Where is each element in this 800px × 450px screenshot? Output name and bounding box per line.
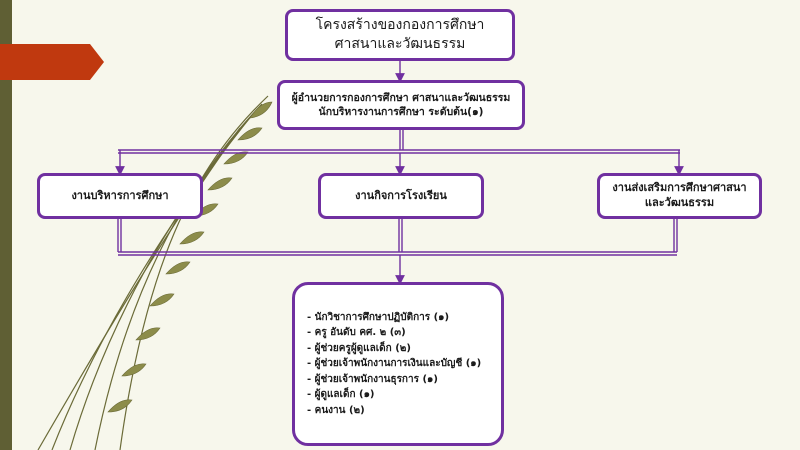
org-title-line2: ศาสนาและวัฒนธรรม	[334, 36, 466, 52]
org-title-box: โครงสร้างของกองการศึกษา ศาสนาและวัฒนธรรม	[285, 9, 515, 61]
department-religion-label-line1: งานส่งเสริมการศึกษาศาสนา	[612, 181, 747, 195]
staff-item: - ผู้ช่วยครูผู้ดูแลเด็ก (๒)	[307, 342, 411, 354]
department-school-box: งานกิจการโรงเรียน	[318, 173, 484, 219]
department-religion-box: งานส่งเสริมการศึกษาศาสนา และวัฒนธรรม	[597, 173, 762, 219]
staff-item: - นักวิชาการศึกษาปฏิบัติการ (๑)	[307, 311, 450, 323]
department-admin-box: งานบริหารการศึกษา	[37, 173, 203, 219]
director-box: ผู้อำนวยการกองการศึกษา ศาสนาและวัฒนธรรม …	[277, 80, 525, 130]
department-admin-label: งานบริหารการศึกษา	[71, 188, 169, 202]
staff-item: - คนงาน (๒)	[307, 404, 365, 416]
staff-item: - ครู อันดับ คศ. ๒ (๓)	[307, 327, 406, 339]
left-edge-bar	[0, 0, 12, 450]
org-title-line1: โครงสร้างของกองการศึกษา	[315, 17, 485, 34]
staff-list-box: - นักวิชาการศึกษาปฏิบัติการ (๑) - ครู อั…	[292, 282, 504, 446]
director-position: นักบริหารงานการศึกษา ระดับต้น(๑)	[318, 106, 484, 118]
staff-item: - ผู้ดูแลเด็ก (๑)	[307, 389, 375, 401]
staff-item: - ผู้ช่วยเจ้าพนักงานธุรการ (๑)	[307, 373, 438, 385]
department-school-label: งานกิจการโรงเรียน	[355, 188, 447, 202]
director-title: ผู้อำนวยการกองการศึกษา ศาสนาและวัฒนธรรม	[291, 91, 511, 104]
staff-item: - ผู้ช่วยเจ้าพนักงานการเงินและบัญชี (๑)	[307, 358, 482, 370]
decorative-leaves	[107, 101, 273, 413]
department-religion-label-line2: และวัฒนธรรม	[644, 196, 715, 209]
left-accent-arrow	[0, 44, 104, 80]
